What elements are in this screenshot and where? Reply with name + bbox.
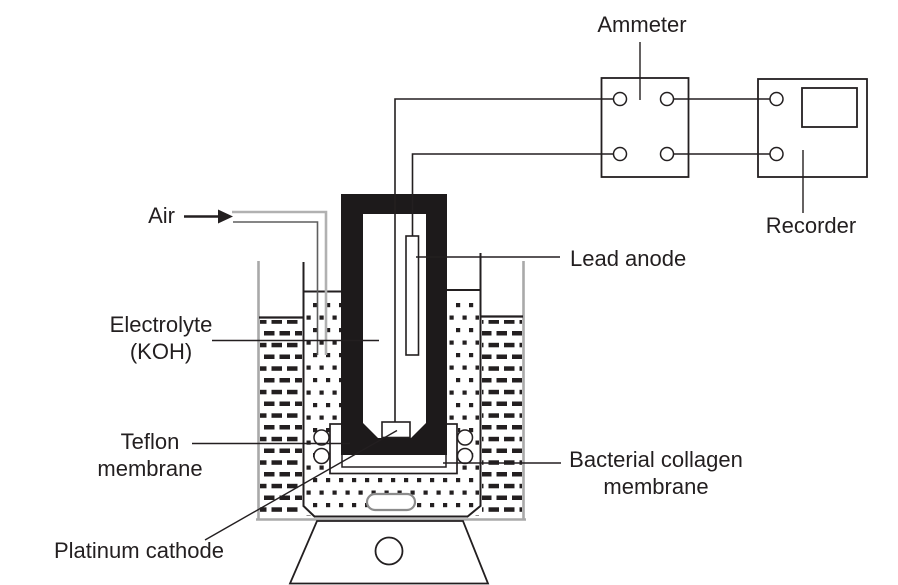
label-teflon-membrane: Teflon membrane [60, 428, 240, 482]
label-bacterial-collagen-membrane: Bacterial collagen membrane [566, 446, 746, 500]
air-tube [232, 210, 328, 355]
air-tube-inner-line [233, 221, 319, 355]
label-electrolyte: Electrolyte (KOH) [71, 311, 251, 365]
terminals [612, 91, 784, 162]
air-tube-outer-line [232, 210, 328, 355]
collar-o-rings [313, 429, 474, 465]
label-platinum-cathode: Platinum cathode [54, 538, 224, 563]
platinum-leader-line [204, 429, 398, 541]
probe-interior-chamfer-right [411, 423, 426, 438]
ammeter-box [600, 77, 690, 178]
stirrer-stand [288, 520, 490, 585]
magnetic-stir-bar [365, 492, 417, 512]
label-teflon-line1: Teflon [120, 429, 180, 454]
probe-body [341, 194, 447, 455]
outer-beaker [256, 261, 526, 521]
o-ring-left-top [313, 429, 330, 446]
cathode-wire [394, 98, 614, 422]
inner-liquid-dotted-left [306, 296, 341, 424]
label-collagen-line1: Bacterial collagen [569, 447, 743, 472]
label-lead-anode: Lead anode [570, 246, 687, 271]
stirrer-knob [374, 536, 404, 566]
label-teflon-line2: membrane [97, 456, 203, 481]
label-ammeter: Ammeter [597, 12, 687, 37]
inner-liquid-dotted-right [449, 296, 479, 424]
platinum-cathode [381, 421, 411, 439]
inner-vessel [302, 253, 482, 518]
recorder-terminal-bottom [769, 146, 784, 162]
probe-interior-chamfer-left [363, 423, 378, 438]
lead-anode [405, 235, 420, 356]
anode-wire [411, 153, 614, 236]
sample-liquid-dashed-left [260, 320, 302, 516]
recorder-terminal-top [769, 91, 784, 107]
ammeter-unit [600, 77, 690, 178]
label-air: Air [148, 203, 175, 228]
leader-lines [184, 42, 804, 541]
ammeter-terminal-top-left [612, 91, 628, 107]
o-ring-left-bottom [313, 447, 330, 465]
inner-vessel-chamfer-left [302, 504, 316, 518]
inner-vessel-chamfer-right [466, 504, 482, 518]
ammeter-terminal-top-right [659, 91, 675, 107]
recorder-screen [801, 87, 858, 128]
sample-liquid-dashed-right [482, 320, 522, 516]
label-electrolyte-line1: Electrolyte [109, 312, 213, 337]
ammeter-terminal-bottom-right [659, 146, 675, 162]
label-recorder: Recorder [765, 213, 857, 238]
o-ring-right-top [456, 429, 474, 446]
air-arrow-head-icon [218, 209, 233, 224]
circuit-wires [394, 98, 770, 422]
ammeter-terminal-bottom-left [612, 146, 628, 162]
o-ring-right-bottom [456, 447, 474, 465]
label-electrolyte-line2: (KOH) [129, 339, 193, 364]
label-collagen-line2: membrane [603, 474, 709, 499]
